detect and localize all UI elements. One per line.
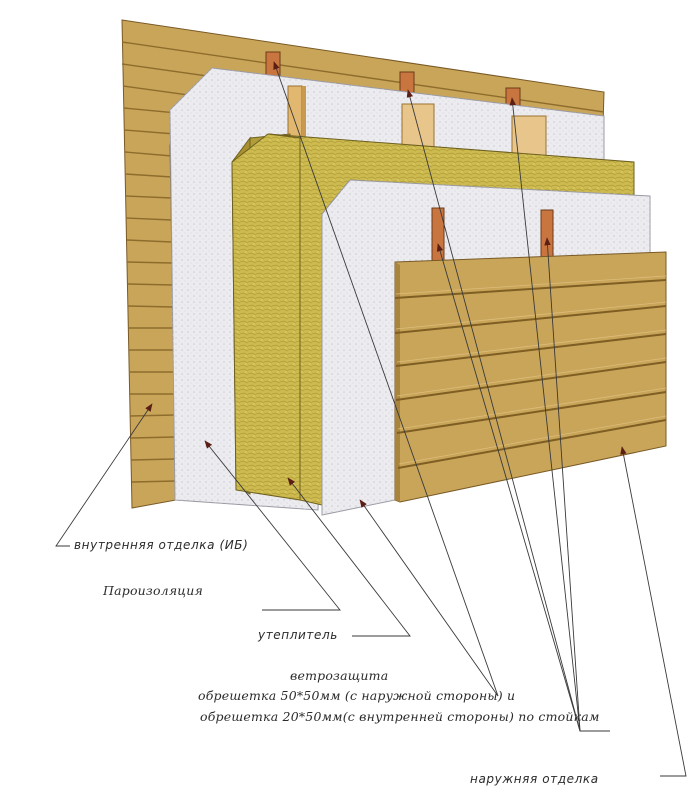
label-wind-barrier: ветрозащита [290, 668, 389, 683]
label-vapor-barrier: Пароизоляция [103, 583, 203, 598]
leader-battens-3 [509, 97, 581, 732]
insulation-panel [231, 133, 635, 506]
label-insulation: утеплитель [258, 628, 338, 642]
leader-wind-barrier [359, 499, 499, 697]
label-battens-inner: обрешетка 20*50мм(с внутренней стороны) … [200, 709, 600, 724]
leader-battens-5 [544, 237, 581, 732]
leader-battens-1 [273, 61, 499, 697]
leader-inner-finish [55, 403, 153, 547]
label-battens-outer: обрешетка 50*50мм (с наружной стороны) и [198, 688, 516, 703]
leader-lines [55, 61, 687, 777]
leader-vapor-barrier [204, 440, 341, 611]
label-outer-finish: наружняя отделка [470, 772, 599, 786]
leader-battens-4 [436, 243, 581, 732]
wind-barrier-panel [321, 179, 651, 516]
leader-outer-finish [620, 446, 687, 777]
label-inner-finish: внутренняя отделка (ИБ) [74, 538, 249, 552]
leader-insulation [287, 477, 411, 637]
outer-finish-panel [394, 251, 667, 503]
